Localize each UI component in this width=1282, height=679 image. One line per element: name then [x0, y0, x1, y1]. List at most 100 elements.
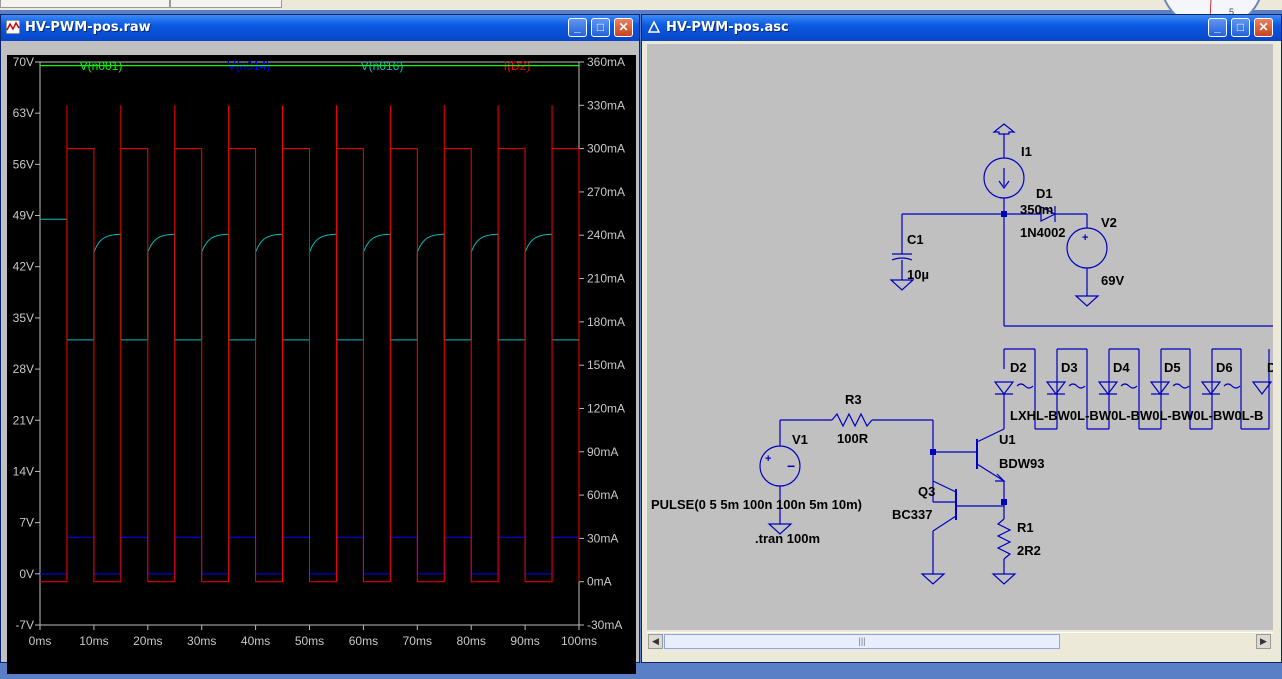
- background-tab[interactable]: [0, 0, 170, 8]
- x-tick-label: 50ms: [295, 634, 324, 648]
- waveform-window-title: HV-PWM-pos.raw: [25, 20, 151, 35]
- close-button[interactable]: ✕: [1254, 18, 1273, 37]
- y-right-tick-label: 330mA: [587, 98, 625, 112]
- x-tick-label: 60ms: [349, 634, 378, 648]
- schematic-title-bar[interactable]: HV-PWM-pos.asc _ □ ✕: [642, 15, 1281, 41]
- label-r1-value: 2R2: [1017, 543, 1041, 558]
- led-d7[interactable]: [1251, 381, 1273, 395]
- label-i1: I1: [1021, 144, 1032, 159]
- maximize-button[interactable]: □: [591, 18, 610, 37]
- label-u1-value: BDW93: [999, 456, 1045, 471]
- waveform-icon: [6, 20, 20, 34]
- x-tick-label: 30ms: [187, 634, 216, 648]
- scroll-left-arrow-icon[interactable]: ◀: [648, 634, 663, 649]
- y-right-tick-label: 180mA: [587, 315, 625, 329]
- y-right-tick-label: 90mA: [587, 445, 618, 459]
- y-right-tick-label: 270mA: [587, 185, 625, 199]
- label-r3: R3: [845, 392, 862, 407]
- schematic-window-title: HV-PWM-pos.asc: [666, 20, 789, 35]
- y-right-tick-label: 150mA: [587, 358, 625, 372]
- waveform-window[interactable]: HV-PWM-pos.raw _ □ ✕ 70V 63V 56V 49V 42V 35V 2…: [0, 14, 640, 674]
- svg-text:−: −: [787, 458, 795, 474]
- y-left-tick-label: 63V: [13, 106, 34, 120]
- y-right-tick-label: 360mA: [587, 55, 625, 69]
- y-right-tick-label: 60mA: [587, 488, 618, 502]
- y-right-tick-label: 240mA: [587, 228, 625, 242]
- label-d2: D2: [1010, 360, 1027, 375]
- x-tick-label: 90ms: [510, 634, 539, 648]
- y-left-tick-label: 0V: [19, 567, 34, 581]
- trace-i-d2: [40, 105, 580, 583]
- label-q3-value: BC337: [892, 507, 932, 522]
- x-tick-label: 0ms: [29, 634, 52, 648]
- vertical-scrollbar[interactable]: [1273, 44, 1281, 649]
- background-tab[interactable]: [170, 0, 282, 8]
- led-d2[interactable]: [993, 381, 1015, 395]
- y-right-tick-label: 210mA: [587, 272, 625, 286]
- label-c1: C1: [907, 232, 924, 247]
- x-tick-label: 40ms: [241, 634, 270, 648]
- y-right-tick-label: 0mA: [587, 575, 612, 589]
- x-tick-label: 80ms: [457, 634, 486, 648]
- label-d5: D5: [1164, 360, 1181, 375]
- schematic-canvas[interactable]: − + + I1 D1 350m 1N4002 V2 69V C1 10µ D2…: [647, 44, 1273, 630]
- horizontal-scrollbar[interactable]: ◀ ||| ▶: [647, 632, 1273, 650]
- waveform-title-bar[interactable]: HV-PWM-pos.raw _ □ ✕: [1, 15, 639, 41]
- close-button[interactable]: ✕: [614, 18, 633, 37]
- label-v2: V2: [1101, 215, 1117, 230]
- diode-d1[interactable]: [1040, 206, 1057, 222]
- x-tick-label: 10ms: [79, 634, 108, 648]
- x-tick-label: 20ms: [133, 634, 162, 648]
- y-right-tick-label: 30mA: [587, 531, 618, 545]
- y-right-tick-label: -30mA: [587, 618, 622, 632]
- x-tick-label: 70ms: [403, 634, 432, 648]
- label-d6: D6: [1216, 360, 1233, 375]
- label-u1: U1: [999, 432, 1016, 447]
- label-tran-directive: .tran 100m: [755, 531, 820, 546]
- led-d3[interactable]: [1045, 381, 1067, 395]
- y-left-tick-label: 42V: [13, 260, 34, 274]
- label-c1-value: 10µ: [907, 267, 929, 282]
- y-left-tick-label: -7V: [15, 618, 34, 632]
- label-i1-value: 350m: [1020, 202, 1053, 217]
- y-right-tick-label: 120mA: [587, 401, 625, 415]
- y-left-tick-label: 35V: [13, 311, 34, 325]
- led-d4[interactable]: [1097, 381, 1119, 395]
- svg-text:+: +: [765, 453, 771, 465]
- scrollbar-thumb[interactable]: |||: [664, 634, 1060, 649]
- svg-text:5: 5: [1229, 7, 1234, 17]
- label-led-models: LXHL-BW0L-BW0L-BW0L-BW0L-BW0L-B: [1010, 408, 1263, 423]
- waveform-chart[interactable]: 70V63V56V49V42V35V28V21V14V7V0V-7V360mA3…: [7, 55, 636, 674]
- y-left-tick-label: 21V: [13, 413, 34, 427]
- label-r1: R1: [1017, 520, 1034, 535]
- led-d5[interactable]: [1149, 381, 1171, 395]
- y-left-tick-label: 70V: [13, 55, 34, 69]
- resistor-r1[interactable]: [996, 518, 1012, 560]
- minimize-button[interactable]: _: [568, 18, 587, 37]
- label-q3: Q3: [918, 484, 935, 499]
- label-d7: D: [1267, 360, 1273, 375]
- label-v1: V1: [792, 432, 808, 447]
- x-tick-label: 100ms: [561, 634, 597, 648]
- y-left-tick-label: 49V: [13, 209, 34, 223]
- label-r3-value: 100R: [837, 431, 869, 446]
- scroll-right-arrow-icon[interactable]: ▶: [1256, 634, 1271, 649]
- label-d1: D1: [1036, 186, 1053, 201]
- maximize-button[interactable]: □: [1231, 18, 1250, 37]
- y-left-tick-label: 56V: [13, 157, 34, 171]
- svg-text:+: +: [1082, 232, 1088, 244]
- supply-arrow-symbol: [992, 123, 1016, 135]
- y-left-tick-label: 28V: [13, 362, 34, 376]
- label-d1-value: 1N4002: [1020, 225, 1066, 240]
- led-d6[interactable]: [1200, 381, 1222, 395]
- schematic-icon: [647, 20, 661, 33]
- label-v2-value: 69V: [1101, 273, 1124, 288]
- y-right-tick-label: 300mA: [587, 142, 625, 156]
- trace-v-n016: [40, 218, 579, 341]
- resistor-r3[interactable]: [831, 412, 873, 428]
- background-taskbar-strip: [0, 0, 1282, 10]
- label-d4: D4: [1113, 360, 1130, 375]
- label-pulse-directive: PULSE(0 5 5m 100n 100n 5m 10m): [651, 497, 862, 512]
- minimize-button[interactable]: _: [1208, 18, 1227, 37]
